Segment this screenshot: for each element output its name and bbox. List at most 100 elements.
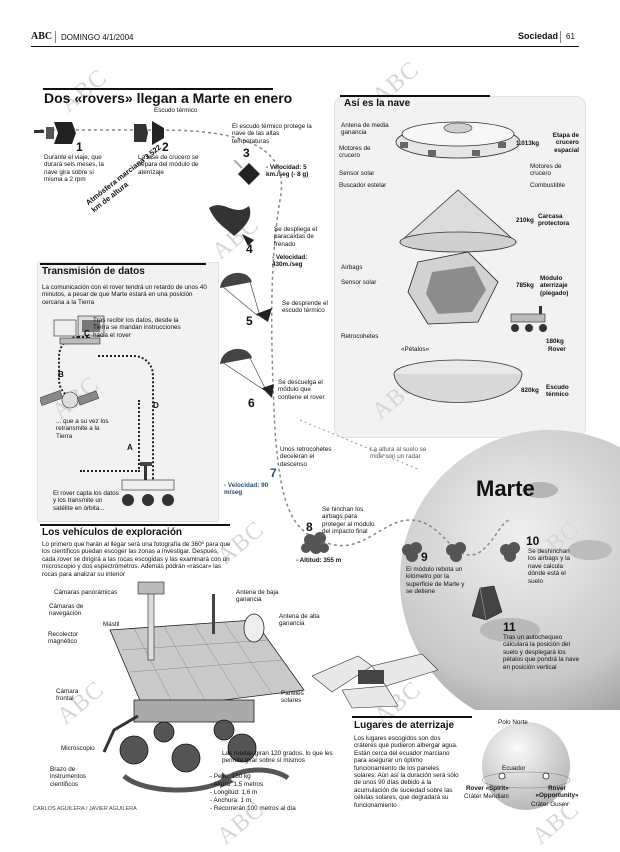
spirit-site: Cráter Meridiani (464, 793, 509, 800)
part-label-petalos: «Pétalos» (401, 346, 430, 353)
part-label-buscador-estelar: Buscador estelar (339, 182, 387, 189)
part-label-rover: Rover (548, 346, 566, 353)
step-8-text: Se hinchan los airbags para proteger al … (322, 506, 375, 536)
spec-peso: - Peso: 180 kg (210, 773, 251, 780)
part-label-sensor-solar-2: Sensor solar (341, 279, 377, 286)
rover-transmit-icon (121, 462, 175, 506)
letter-a: A (127, 443, 133, 452)
part-label-carcasa: Carcasa protectora (538, 213, 570, 228)
header-divider-2 (560, 31, 561, 43)
nave-title-rule (340, 95, 490, 97)
aterrizaje-text: Los lugares escogidos son dos cráteres q… (354, 735, 459, 809)
vehiculos-intro: Lo primero que harán al llegar será una … (42, 541, 231, 578)
step-8-data: - Altitud: 355 m (296, 557, 342, 564)
transmision-title: Transmisión de datos (42, 266, 145, 277)
main-title: Dos «rovers» llegan a Marte en enero (44, 90, 293, 106)
earth-station-icon (53, 315, 105, 345)
brand-logo: ABC (31, 31, 53, 42)
part-label-microscopio: Microscopio (61, 745, 95, 752)
transmision-satelite-text: ... que a su vez los retransmite a la Ti… (56, 418, 109, 440)
part-label-mastil: Mástil (103, 621, 120, 628)
step-8-number: 8 (306, 520, 313, 534)
spec-recorrido: - Recorrerán 100 metros al día (210, 805, 296, 812)
part-label-paneles: Paneles solares (281, 690, 304, 705)
header-divider (55, 31, 56, 43)
vehiculos-title-rule (40, 524, 230, 526)
part-label-airbags: Airbags (341, 264, 363, 271)
weight-cruise: 1.013kg (516, 140, 540, 147)
part-label-antena-alta: Antena de alta ganancia (279, 613, 320, 628)
satellite-icon (40, 390, 100, 409)
lander-folded-icon (471, 585, 503, 621)
weight-modulo: 785kg (516, 282, 534, 289)
step-11-text: Tras un autochequeo calculará la posició… (503, 634, 579, 671)
transmision-path-a (80, 400, 140, 472)
polo-norte-label: Polo Norte (498, 719, 528, 726)
header-date: DOMINGO 4/1/2004 (61, 33, 134, 42)
letter-c: C (84, 329, 90, 338)
heatshield-release-icon (220, 272, 272, 322)
spec-longitud: - Longitud: 1,6 m (210, 789, 258, 796)
header-section: Sociedad (518, 31, 559, 41)
ecuador-label: Ecuador (502, 765, 526, 772)
transmision-title-rule (40, 263, 206, 265)
step-2-text: La fase de crucero se separa del módulo … (138, 154, 199, 176)
step-7-number: 7 (270, 466, 277, 480)
rover-module-descent-icon (220, 348, 274, 398)
spec-anchura: - Anchura: 1 m. (210, 797, 253, 804)
step-9-number: 9 (421, 550, 428, 564)
weight-escudo: 820kg (521, 387, 539, 394)
step-6-number: 6 (248, 396, 255, 410)
landing-globe (481, 722, 571, 810)
step-7-text: Unos retrocohetes deceleran el descenso (280, 446, 332, 468)
part-label-sensor-solar: Sensor solar (339, 170, 375, 177)
title-rule (43, 88, 273, 90)
opportunity-site: Cráter Gusev (531, 801, 569, 808)
part-label-antena-baja: Antena de baja ganancia (236, 589, 279, 604)
step-3-number: 3 (243, 146, 250, 160)
part-label-etapa-crucero: Etapa de crucero espacial (552, 132, 579, 154)
weight-rover: 180kg (546, 338, 564, 345)
step-5-number: 5 (246, 314, 253, 328)
marte-label: Marte (476, 476, 535, 501)
credit: CARLOS AGUILERA / JAVIER AGUILERA (33, 806, 137, 812)
separation-module-icon (134, 121, 164, 145)
step-3-text: El escudo térmico protege la nave de las… (232, 123, 312, 145)
letter-b: B (58, 370, 64, 379)
heat-shield-entry-icon (234, 160, 260, 185)
part-label-camara-frontal: Cámara frontal (56, 688, 79, 703)
step-9-text: El módulo rebota un kilómetro por la sup… (406, 566, 465, 596)
small-rover-icon (510, 306, 547, 332)
transmision-path-d (98, 355, 154, 482)
letter-d: D (153, 401, 159, 410)
cruise-spacecraft-icon (34, 122, 76, 144)
step-2-number: 2 (162, 140, 169, 154)
header-rule (31, 46, 579, 47)
escudo-termico-top-label: Escudo térmico (154, 107, 198, 114)
part-label-retrocohetes: Retrocohetes (341, 333, 379, 340)
spec-altura: - Altura: 1,5 metros (210, 781, 264, 788)
step-4-number: 4 (246, 242, 253, 256)
part-label-escudo: Escudo térmico (546, 384, 569, 399)
part-label-combustible: Combustible (530, 182, 565, 189)
step-10-text: Se deshinchan los airbags y la nave calc… (528, 548, 570, 585)
part-label-brazo: Brazo de instrumentos científicos (50, 766, 87, 788)
weight-carcasa: 210kg (516, 217, 534, 224)
rover-illustration (102, 581, 305, 793)
spacecraft-exploded-illustration (393, 121, 523, 403)
part-label-camaras-navegacion: Cámaras de navegación (49, 603, 84, 618)
transmision-rover-text: El rover capta los datos y los transmite… (53, 490, 119, 512)
part-label-recolector: Recolector magnético (48, 631, 79, 646)
step-7-data: - Velocidad: 90 m/seg (224, 482, 269, 497)
airbags-inflated-icon (301, 532, 329, 554)
transmision-tierra-text: Tras recibir los datos, desde la Tierra … (93, 317, 181, 339)
step-1-number: 1 (76, 140, 83, 154)
bouncing-airbags-icon (402, 542, 520, 562)
part-label-antena-media: Antena de media ganancia (341, 122, 389, 137)
mars-planet (400, 430, 620, 710)
part-label-camaras-panoramicas: Cámaras panorámicas (54, 589, 118, 596)
step-4-data: - Velocidad: 430m./seg (272, 254, 308, 269)
step-4-text: Se despliega el paracaídas de frenado (274, 226, 318, 248)
ruedas-text: Las ruedas giran 120 grados, lo que les … (222, 750, 333, 765)
header-page: 61 (566, 32, 575, 41)
